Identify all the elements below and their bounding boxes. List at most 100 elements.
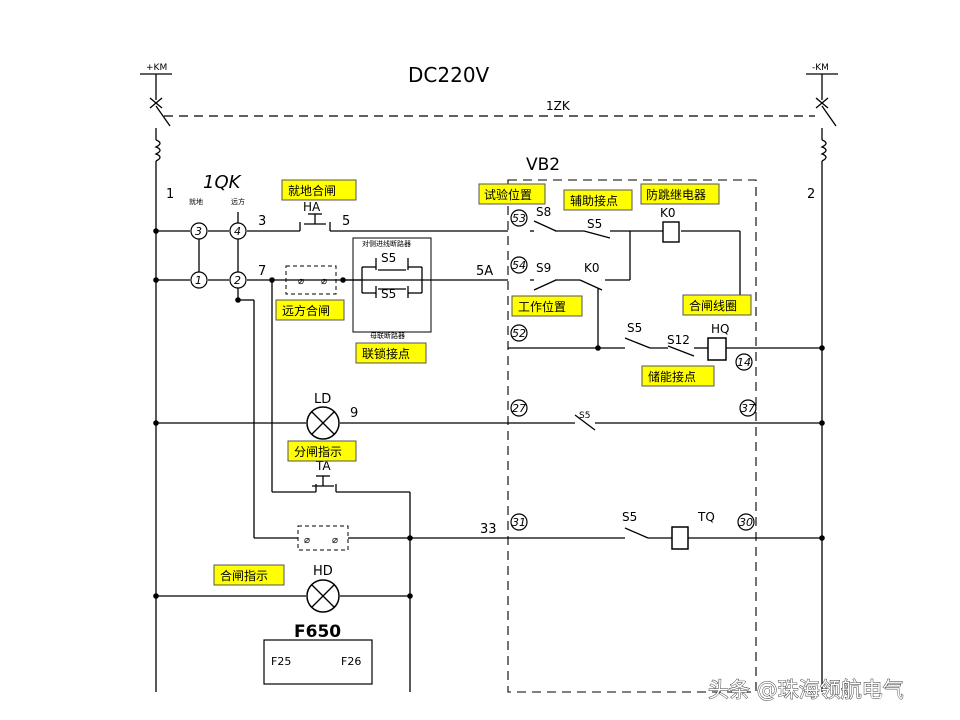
svg-text:1: 1 <box>195 274 202 287</box>
local-close-button-ha: HA <box>299 200 331 231</box>
contact-s5-label: S5 <box>627 321 642 335</box>
svg-text:就地合闸: 就地合闸 <box>288 183 336 198</box>
svg-text:试验位置: 试验位置 <box>484 187 532 202</box>
svg-text:3: 3 <box>195 225 202 238</box>
contact-k0: K0 <box>579 261 603 291</box>
svg-text:14: 14 <box>737 356 751 369</box>
terminal-3: 3 <box>190 222 208 240</box>
svg-text:HA: HA <box>303 200 321 214</box>
remote-close-contact: ⌀ ⌀ <box>285 265 337 295</box>
panel-vb2-label: VB2 <box>526 155 560 175</box>
diagram-title: DC220V <box>408 63 490 87</box>
interlock-contacts: 对侧进线断路器 母联断路器 S5 S5 <box>343 237 432 340</box>
switch-1qk-label: 1QK <box>203 172 242 193</box>
tag-anti-pump-relay: 防跳继电器 <box>640 183 720 205</box>
terminal-54: 54 <box>510 256 528 274</box>
left-supply-rail <box>149 74 171 692</box>
tag-remote-close: 远方合闸 <box>275 299 345 321</box>
relay-f650: F650 F25 F26 <box>263 622 373 685</box>
svg-text:⌀: ⌀ <box>298 276 304 287</box>
svg-text:⌀: ⌀ <box>321 276 327 287</box>
svg-text:储能接点: 储能接点 <box>648 369 696 384</box>
svg-text:S8: S8 <box>536 205 551 219</box>
wire-label-2: 2 <box>807 187 815 202</box>
tag-close-indicator: 合闸指示 <box>213 564 285 586</box>
tag-local-close: 就地合闸 <box>281 179 357 201</box>
tag-aux-contact: 辅助接点 <box>563 189 633 211</box>
svg-text:联锁接点: 联锁接点 <box>362 346 410 361</box>
svg-text:30: 30 <box>739 516 753 529</box>
svg-text:2: 2 <box>234 274 241 287</box>
contact-s5-ld-label: S5 <box>579 411 590 421</box>
terminal-4: 4 <box>229 222 247 240</box>
terminal-37: 37 <box>739 399 757 417</box>
tag-open-indicator: 分闸指示 <box>287 440 357 462</box>
wire-label-3: 3 <box>258 214 266 229</box>
svg-text:远方合闸: 远方合闸 <box>282 303 330 318</box>
svg-text:31: 31 <box>512 516 526 529</box>
upper-breaker-label: 对侧进线断路器 <box>362 239 411 248</box>
svg-text:⌀: ⌀ <box>304 535 310 546</box>
terminal-31: 31 <box>510 513 528 531</box>
close-coil-hq-label: HQ <box>711 322 729 336</box>
bus-plus-label: +KM <box>146 63 167 73</box>
svg-text:K0: K0 <box>584 261 600 275</box>
svg-text:⌀: ⌀ <box>332 535 338 546</box>
svg-text:4: 4 <box>234 225 241 238</box>
svg-text:53: 53 <box>512 212 526 225</box>
svg-text:K0: K0 <box>660 206 676 220</box>
svg-text:F25: F25 <box>271 655 291 668</box>
lower-breaker-label: 母联断路器 <box>370 331 405 340</box>
wire-label-5: 5 <box>342 214 350 229</box>
row-open-indicator <box>156 406 822 440</box>
svg-text:F26: F26 <box>341 655 361 668</box>
svg-text:S5: S5 <box>381 287 396 301</box>
svg-text:TA: TA <box>315 459 331 473</box>
trip-button-ta: TA <box>271 280 411 692</box>
breaker-1zk-label: 1ZK <box>546 99 571 113</box>
contact-s5-tq-label: S5 <box>622 510 637 524</box>
terminal-2: 2 <box>229 271 247 289</box>
svg-text:27: 27 <box>512 402 526 415</box>
wire-label-33: 33 <box>480 522 497 537</box>
row-close-indicator <box>156 579 410 613</box>
lamp-hd-label: HD <box>313 564 333 579</box>
terminal-30: 30 <box>737 513 755 531</box>
contact-s12-label: S12 <box>667 333 690 347</box>
contact-s5-aux: S5 <box>583 217 611 239</box>
contact-s9: S9 <box>533 261 557 291</box>
svg-text:S9: S9 <box>536 261 551 275</box>
svg-text:工作位置: 工作位置 <box>518 299 566 314</box>
tag-close-coil: 合闸线圈 <box>682 294 752 316</box>
anti-pump-relay-coil-k0: K0 <box>660 206 680 243</box>
terminal-27: 27 <box>510 399 528 417</box>
tag-work-position: 工作位置 <box>511 295 583 317</box>
svg-text:S5: S5 <box>381 251 396 265</box>
contact-s8: S8 <box>533 205 557 232</box>
right-supply-rail <box>815 74 837 692</box>
row-trip-coil: ⌀ ⌀ <box>238 299 822 551</box>
lamp-ld-label: LD <box>314 392 331 407</box>
tag-test-position: 试验位置 <box>478 183 546 205</box>
wire-label-9: 9 <box>350 406 358 421</box>
wire-label-5a: 5A <box>476 264 493 279</box>
terminal-53: 53 <box>510 209 528 227</box>
row-local-close <box>156 230 741 308</box>
svg-text:52: 52 <box>512 327 526 340</box>
tag-interlock-contact: 联锁接点 <box>355 342 427 364</box>
wire-label-1: 1 <box>166 187 174 202</box>
wire-label-7: 7 <box>258 264 266 279</box>
svg-text:合闸指示: 合闸指示 <box>220 568 268 583</box>
svg-text:37: 37 <box>741 402 755 415</box>
terminal-52: 52 <box>510 324 528 342</box>
terminal-1: 1 <box>190 271 208 289</box>
svg-text:辅助接点: 辅助接点 <box>570 193 618 208</box>
svg-text:F650: F650 <box>294 622 341 642</box>
svg-text:合闸线圈: 合闸线圈 <box>689 298 737 313</box>
vb2-panel <box>507 179 757 693</box>
column-local-label: 就地 <box>189 197 203 206</box>
svg-text:防跳继电器: 防跳继电器 <box>646 187 706 202</box>
svg-text:S5: S5 <box>587 217 602 231</box>
tag-storage-contact: 储能接点 <box>641 365 715 387</box>
